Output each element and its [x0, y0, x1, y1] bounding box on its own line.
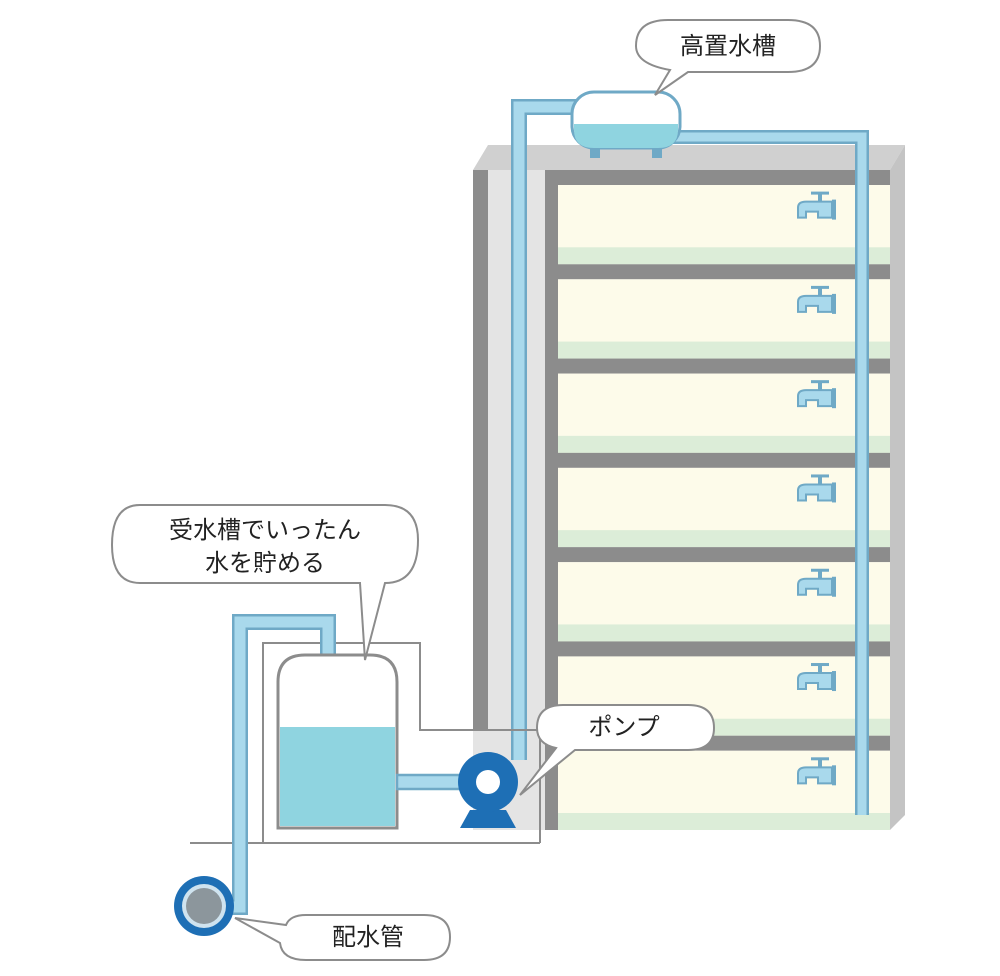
floor-band	[558, 813, 890, 830]
callout-pump: ポンプ	[519, 704, 716, 796]
faucet-icon	[797, 568, 836, 597]
building-roof	[473, 145, 905, 170]
floor-slab	[545, 264, 890, 280]
building-side-face	[890, 145, 905, 830]
faucet-icon	[797, 663, 836, 692]
receiving-tank-water	[280, 727, 395, 826]
floor-band	[558, 247, 890, 265]
elevated-tank	[570, 90, 682, 158]
pump-room-outline	[262, 642, 541, 843]
floor-slab	[545, 641, 890, 657]
building-inner-column	[545, 170, 558, 830]
tank-to-pump-pipe	[395, 773, 464, 791]
receiving-tank-label-line1: 受水槽でいったん	[169, 516, 361, 544]
floor-slab	[545, 547, 890, 563]
receiving-tank	[276, 653, 399, 830]
floor-band	[558, 624, 890, 642]
faucet-icon	[797, 474, 836, 503]
callout-water-main: 配水管	[234, 914, 452, 961]
floor-band	[558, 530, 890, 548]
floor-slab	[545, 170, 890, 185]
receiving-tank-label-line2: 水を貯める	[205, 549, 325, 577]
faucet-icon	[797, 757, 836, 786]
callout-elevated-tank: 高置水槽	[634, 19, 822, 96]
faucet-icon	[797, 285, 836, 314]
floor-band	[558, 341, 890, 359]
pump-label: ポンプ	[588, 713, 659, 741]
callout-receiving-tank: 受水槽でいったん 水を貯める	[110, 504, 420, 661]
building-left-column	[473, 170, 488, 730]
faucet-icon	[797, 191, 836, 220]
elevated-tank-label: 高置水槽	[680, 32, 776, 60]
faucet-icon	[797, 380, 836, 409]
pump-icon	[458, 752, 518, 828]
floor-slab	[545, 452, 890, 468]
floor-slab	[545, 358, 890, 374]
water-main-icon	[174, 876, 234, 936]
floors	[545, 170, 890, 830]
floor-band	[558, 435, 890, 453]
water-main-label: 配水管	[332, 923, 404, 951]
